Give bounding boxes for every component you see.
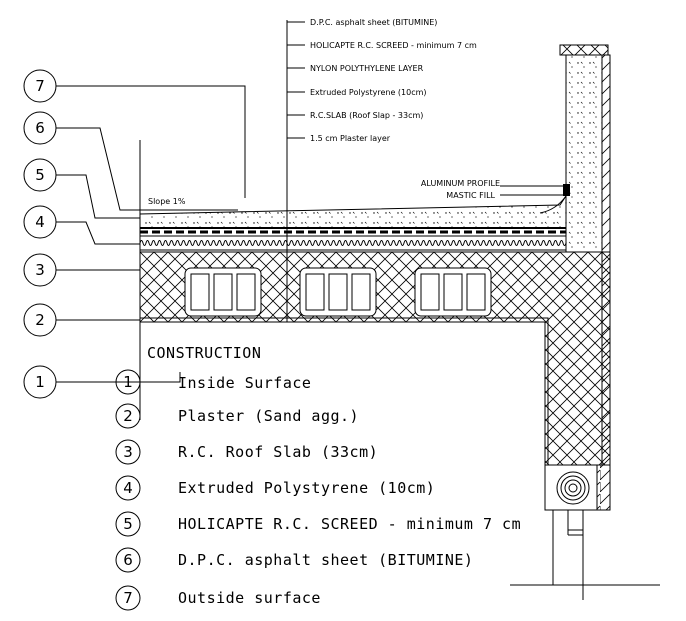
polystyrene-layer xyxy=(139,235,567,251)
svg-text:1: 1 xyxy=(123,373,133,391)
hollow-block-cell xyxy=(213,273,233,311)
slab-voids xyxy=(184,267,492,317)
svg-text:R.C. Roof Slab (33cm): R.C. Roof Slab (33cm) xyxy=(178,443,378,461)
callout-leaders xyxy=(56,85,563,420)
svg-text:D.P.C. asphalt sheet (BITUMINE: D.P.C. asphalt sheet (BITUMINE) xyxy=(178,551,473,569)
legend-item-7: 7 Outside surface xyxy=(115,585,321,611)
svg-text:3: 3 xyxy=(123,443,133,461)
svg-text:Plaster (Sand agg.): Plaster (Sand agg.) xyxy=(178,407,359,425)
svg-text:6: 6 xyxy=(123,551,133,569)
svg-text:5: 5 xyxy=(35,166,45,184)
callout-circle-7: 7 xyxy=(23,69,57,103)
membrane-layers xyxy=(140,227,566,237)
hollow-block-cell xyxy=(420,273,440,311)
layer-label-plaster: 1.5 cm Plaster layer xyxy=(310,134,391,143)
svg-text:2: 2 xyxy=(35,311,45,329)
slope-label: Slope 1% xyxy=(148,197,186,206)
svg-text:1: 1 xyxy=(35,373,45,391)
layer-label-rc-slab: R.C.SLAB (Roof Slap - 33cm) xyxy=(310,111,423,120)
legend-item-5: 5 HOLICAPTE R.C. SCREED - minimum 7 cm xyxy=(115,511,521,537)
svg-text:7: 7 xyxy=(123,589,133,607)
svg-text:Outside surface: Outside surface xyxy=(178,589,321,607)
hollow-block-cell xyxy=(351,273,371,311)
callout-circle-4: 4 xyxy=(23,205,57,239)
legend-item-1: 1 Inside Surface xyxy=(115,369,311,395)
svg-text:5: 5 xyxy=(123,515,133,533)
svg-text:6: 6 xyxy=(35,119,45,137)
hollow-block-cell xyxy=(305,273,325,311)
callout-circle-3: 3 xyxy=(23,253,57,287)
layer-label-nylon: NYLON POLYTHYLENE LAYER xyxy=(310,64,424,73)
callout-circle-5: 5 xyxy=(23,158,57,192)
hollow-block-cell xyxy=(443,273,463,311)
svg-text:4: 4 xyxy=(123,479,133,497)
svg-text:2: 2 xyxy=(123,407,133,425)
layer-label-dpc: D.P.C. asphalt sheet (BITUMINE) xyxy=(310,18,437,27)
callout-circle-2: 2 xyxy=(23,303,57,337)
parapet-wall xyxy=(559,44,611,253)
svg-text:7: 7 xyxy=(35,77,45,95)
svg-text:Inside Surface: Inside Surface xyxy=(178,374,311,392)
legend-item-2: 2 Plaster (Sand agg.) xyxy=(115,403,359,429)
legend-item-4: 4 Extruded Polystyrene (10cm) xyxy=(115,475,435,501)
mastic-fill-label: MASTIC FILL xyxy=(446,191,495,200)
layer-label-screed: HOLICAPTE R.C. SCREED - minimum 7 cm xyxy=(310,41,477,50)
callout-circle-1: 1 xyxy=(23,365,57,399)
svg-text:HOLICAPTE R.C. SCREED - minimu: HOLICAPTE R.C. SCREED - minimum 7 cm xyxy=(178,515,521,533)
lower-wall-detail xyxy=(510,464,660,600)
aluminum-profile-label: ALUMINUM PROFILE xyxy=(421,179,500,188)
screed-layer xyxy=(139,184,570,229)
hollow-block-cell xyxy=(466,273,486,311)
svg-text:4: 4 xyxy=(35,213,45,231)
callout-circle-6: 6 xyxy=(23,111,57,145)
hollow-block-cell xyxy=(236,273,256,311)
hollow-block-cell xyxy=(328,273,348,311)
svg-text:3: 3 xyxy=(35,261,45,279)
layer-label-polystyrene: Extruded Polystyrene (10cm) xyxy=(310,88,427,97)
legend-item-6: 6 D.P.C. asphalt sheet (BITUMINE) xyxy=(115,547,473,573)
legend-title: CONSTRUCTION xyxy=(147,344,261,362)
legend-item-3: 3 R.C. Roof Slab (33cm) xyxy=(115,439,378,465)
hollow-block-cell xyxy=(190,273,210,311)
svg-text:Extruded Polystyrene (10cm): Extruded Polystyrene (10cm) xyxy=(178,479,435,497)
